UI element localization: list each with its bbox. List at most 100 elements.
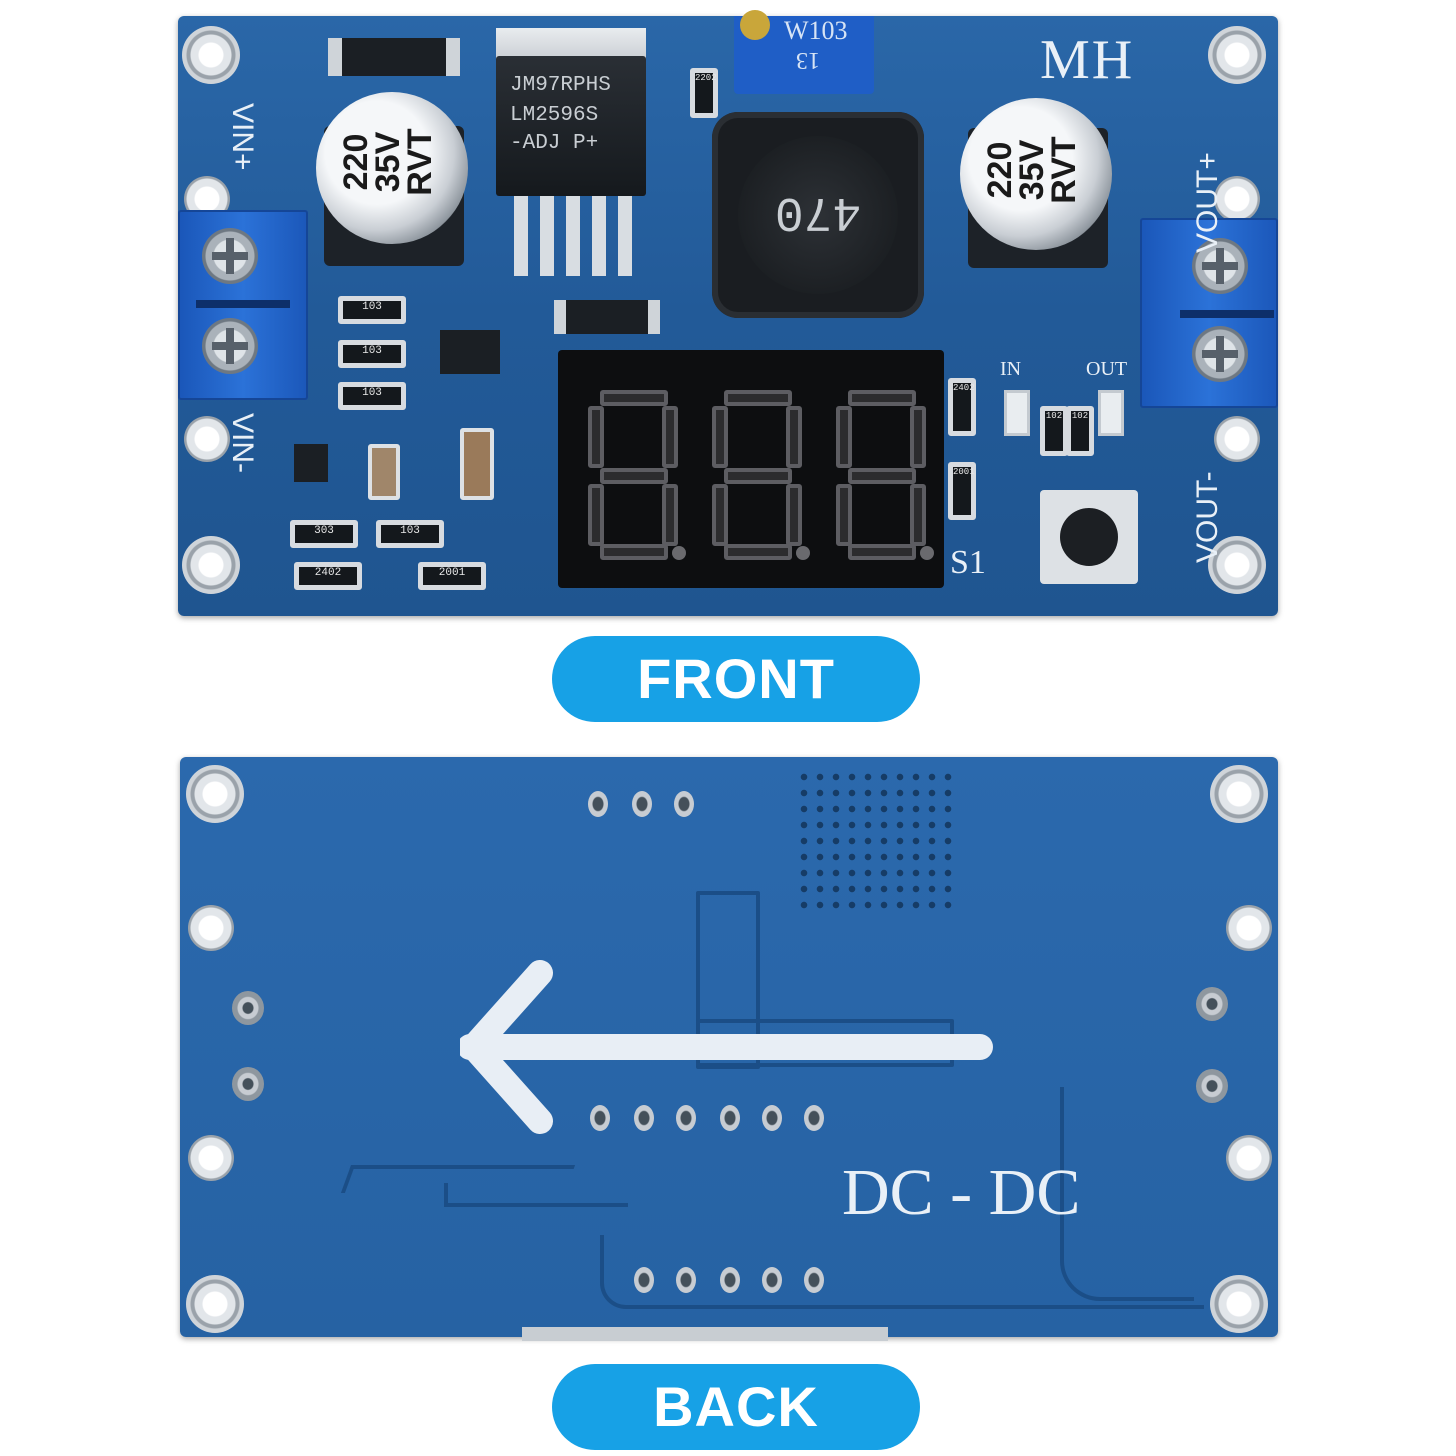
mounting-hole — [1208, 26, 1266, 84]
resistor: 102 — [1040, 406, 1068, 456]
display-segment — [588, 406, 604, 468]
decimal-point — [920, 546, 934, 560]
mounting-hole — [1208, 536, 1266, 594]
input-terminal-block — [178, 210, 308, 400]
display-segment — [848, 390, 916, 406]
solder-pin — [674, 791, 694, 817]
display-segment — [600, 544, 668, 560]
terminal-screw — [1192, 326, 1248, 382]
direction-arrow-icon — [460, 960, 993, 1134]
pcb-trace — [600, 1235, 1204, 1309]
display-segment — [600, 468, 668, 484]
solder-pin — [634, 1267, 654, 1293]
push-button-s1[interactable] — [1040, 490, 1138, 584]
pcb-trace — [696, 891, 760, 1069]
ic-line1: JM97RPHS — [510, 74, 611, 97]
voltage-regulator-sot223 — [440, 330, 500, 374]
via-grid — [796, 769, 956, 915]
display-segment — [662, 484, 678, 546]
regulator-pins — [514, 196, 632, 276]
display-segment — [600, 390, 668, 406]
vin-plus-label: VIN+ — [226, 103, 259, 171]
led-out-label: OUT — [1086, 358, 1128, 380]
capacitor-left-text: 220 35V RVT — [337, 128, 439, 196]
display-segment — [724, 544, 792, 560]
transistor — [294, 444, 328, 482]
terminal-screw — [202, 318, 258, 374]
mounting-hole — [1214, 416, 1260, 462]
solder-pin — [590, 1105, 610, 1131]
mounting-hole — [1210, 1275, 1268, 1333]
ic-line2: LM2596S — [510, 104, 599, 127]
bottom-connector-tab — [522, 1327, 888, 1341]
mounting-hole — [188, 905, 234, 951]
capacitor-right-text: 220 35V RVT — [981, 136, 1083, 204]
push-button-cap[interactable] — [1060, 508, 1118, 566]
resistor: 2001 — [418, 562, 486, 590]
solder-pin — [676, 1267, 696, 1293]
resistor: 2402 — [948, 378, 976, 436]
display-segment — [724, 390, 792, 406]
resistor: 102 — [1066, 406, 1094, 456]
mounting-hole — [188, 1135, 234, 1181]
electrolytic-capacitor — [960, 98, 1112, 250]
mounting-hole — [184, 416, 230, 462]
inductor-label: 470 — [774, 184, 862, 238]
mounting-hole — [186, 1275, 244, 1333]
display-segment — [910, 484, 926, 546]
output-terminal-block — [1140, 218, 1278, 408]
front-board: VIN+ VIN- VOUT+ VOUT- 220 35V RVT 220 35… — [178, 10, 1278, 616]
vout-minus-label: VOUT- — [1191, 471, 1224, 563]
resistor: 2202 — [690, 68, 718, 118]
solder-pin — [232, 991, 264, 1025]
led-out — [1098, 390, 1124, 436]
pcb-trace — [444, 1183, 628, 1207]
mounting-hole — [1214, 176, 1260, 222]
solder-pin — [634, 1105, 654, 1131]
display-segment — [724, 468, 792, 484]
pot-label-bottom: 13 — [796, 47, 820, 73]
terminal-divider — [196, 300, 290, 308]
solder-pin — [1196, 987, 1228, 1021]
display-segment — [836, 484, 852, 546]
mounting-hole — [1226, 1135, 1272, 1181]
solder-pin — [720, 1267, 740, 1293]
ic-line3: -ADJ P+ — [510, 132, 599, 155]
mounting-hole — [186, 765, 244, 823]
vin-minus-label: VIN- — [226, 413, 259, 473]
mounting-hole — [1210, 765, 1268, 823]
solder-pin — [232, 1067, 264, 1101]
solder-pin — [762, 1105, 782, 1131]
display-segment — [786, 406, 802, 468]
resistor: 103 — [338, 382, 406, 410]
led-in-label: IN — [1000, 358, 1022, 380]
terminal-divider — [1180, 310, 1274, 318]
solder-pin — [720, 1105, 740, 1131]
vout-plus-label: VOUT+ — [1191, 152, 1224, 253]
solder-pin — [804, 1105, 824, 1131]
resistor: 103 — [338, 296, 406, 324]
terminal-screw — [202, 228, 258, 284]
front-label: FRONT — [552, 636, 920, 722]
smd-capacitor — [460, 428, 494, 500]
solder-pin — [632, 791, 652, 817]
display-segment — [786, 484, 802, 546]
resistor: 2402 — [294, 562, 362, 590]
potentiometer-screw — [740, 10, 770, 40]
inductor-core — [738, 136, 898, 294]
display-segment — [712, 484, 728, 546]
smd-capacitor — [368, 444, 400, 500]
display-segment — [910, 406, 926, 468]
display-segment — [848, 468, 916, 484]
back-board: DC - DC — [180, 757, 1278, 1341]
resistor: 103 — [376, 520, 444, 548]
solder-pin — [588, 791, 608, 817]
solder-pin — [1196, 1069, 1228, 1103]
dc-dc-label: DC - DC — [842, 1156, 1081, 1229]
resistor: 103 — [338, 340, 406, 368]
electrolytic-capacitor — [316, 92, 468, 244]
diode — [554, 300, 660, 334]
mounting-hole — [1226, 905, 1272, 951]
seven-segment-display — [558, 350, 944, 588]
display-segment — [836, 406, 852, 468]
